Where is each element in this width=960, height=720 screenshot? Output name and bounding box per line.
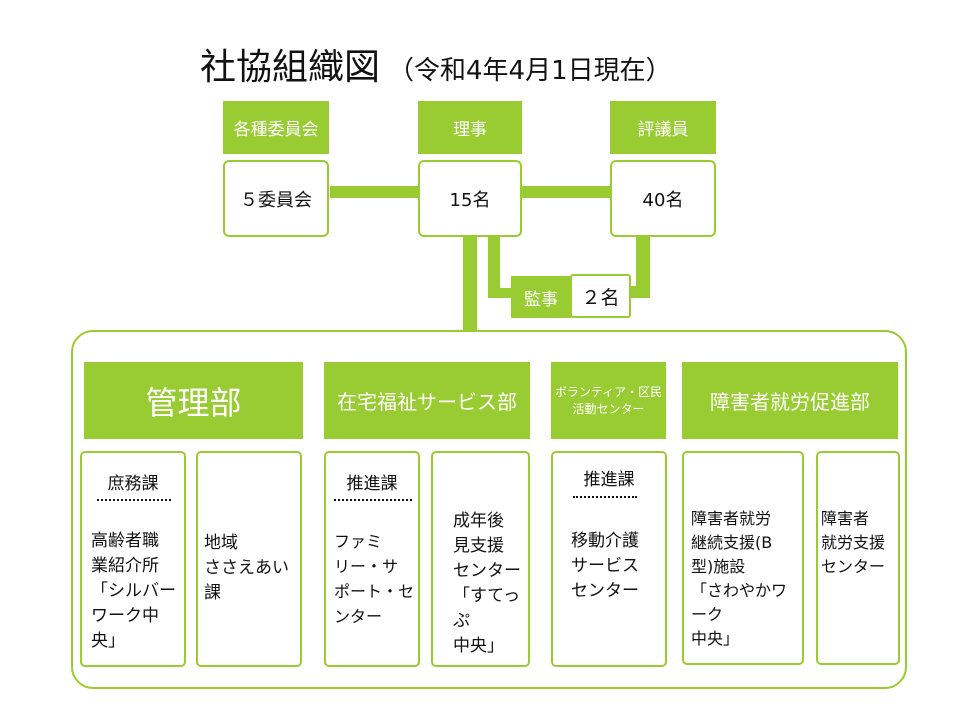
section-label: 庶務課 bbox=[107, 474, 159, 494]
committees-count-box: ５委員会 bbox=[223, 160, 329, 237]
chart-title: 社協組織図（令和4年4月1日現在） bbox=[200, 38, 672, 90]
dept-name-employment: 障害者就労促進部 bbox=[710, 390, 870, 414]
councilors-count: 40名 bbox=[642, 189, 684, 211]
unit-promotion-mobility: 推進課 移動介護 サービス センター bbox=[551, 451, 667, 667]
unit-text: 移動介護 サービス センター bbox=[571, 531, 639, 601]
section-label: 推進課 bbox=[346, 474, 398, 494]
directors-count-box: 15名 bbox=[418, 160, 522, 237]
chart-title-main: 社協組織図 bbox=[200, 47, 381, 88]
unit-guardianship-center: 成年後 見支援 センター 「すてっぷ 中央」 bbox=[431, 451, 530, 667]
auditors-label-box: 監事 bbox=[511, 276, 571, 318]
dotted-divider bbox=[97, 499, 171, 501]
dotted-divider bbox=[334, 499, 412, 501]
dept-name-volunteer-line2: 活動センター bbox=[572, 401, 645, 416]
committees-header: 各種委員会 bbox=[223, 101, 329, 154]
connector-directors-auditors-h bbox=[488, 288, 512, 298]
unit-text: 成年後 見支援 センター 「すてっぷ 中央」 bbox=[453, 511, 521, 656]
connector-committees-directors bbox=[330, 186, 420, 198]
dept-name-volunteer-line1: ボランティア・区民 bbox=[554, 384, 663, 399]
unit-text: 障害者就労 継続支援(B 型)施設 「さわやかワーク 中央」 bbox=[691, 509, 788, 648]
unit-general-affairs: 庶務課 高齢者職 業紹介所 「シルバー ワーク中央」 bbox=[80, 451, 186, 667]
unit-community-support: 地域 ささえあい課 bbox=[196, 451, 302, 667]
directors-count: 15名 bbox=[449, 189, 491, 211]
dept-name-administration: 管理部 bbox=[145, 383, 242, 422]
directors-header: 理事 bbox=[418, 101, 522, 154]
unit-continuous-support-facility: 障害者就労 継続支援(B 型)施設 「さわやかワーク 中央」 bbox=[682, 451, 804, 665]
connector-directors-org bbox=[463, 236, 477, 332]
auditors-count-box: ２名 bbox=[570, 274, 631, 318]
dept-name-home-welfare: 在宅福祉サービス部 bbox=[337, 390, 517, 414]
committees-count: ５委員会 bbox=[240, 189, 312, 211]
auditors-label: 監事 bbox=[524, 289, 558, 310]
connector-councilors-auditors-h bbox=[630, 286, 650, 298]
organization-container bbox=[71, 330, 907, 689]
connector-councilors-auditors-v bbox=[636, 236, 650, 298]
unit-text: 高齢者職 業紹介所 「シルバー ワーク中央」 bbox=[91, 531, 176, 651]
dept-header-home-welfare: 在宅福祉サービス部 bbox=[324, 362, 530, 439]
connector-directors-councilors bbox=[522, 186, 612, 198]
councilors-header: 評議員 bbox=[610, 101, 716, 154]
dept-header-employment: 障害者就労促進部 bbox=[682, 362, 898, 439]
councilors-header-label: 評議員 bbox=[637, 120, 689, 140]
unit-employment-support-center: 障害者 就労支援 センター bbox=[816, 451, 900, 665]
unit-text: ファミ リー・サ ポート・セ ンター bbox=[334, 532, 415, 626]
unit-text: 障害者 就労支援 センター bbox=[821, 509, 886, 576]
committees-header-label: 各種委員会 bbox=[233, 120, 319, 140]
councilors-count-box: 40名 bbox=[610, 160, 716, 237]
dept-header-administration: 管理部 bbox=[84, 362, 303, 439]
chart-title-date: （令和4年4月1日現在） bbox=[388, 56, 672, 86]
unit-promotion-family-support: 推進課 ファミ リー・サ ポート・セ ンター bbox=[324, 451, 420, 667]
connector-directors-auditors-v bbox=[488, 236, 500, 298]
auditors-count: ２名 bbox=[581, 286, 620, 309]
unit-text: 地域 ささえあい課 bbox=[204, 533, 289, 603]
section-label: 推進課 bbox=[583, 470, 635, 490]
dotted-divider bbox=[573, 496, 637, 498]
directors-header-label: 理事 bbox=[453, 120, 487, 140]
dept-header-volunteer-center: ボランティア・区民 活動センター bbox=[551, 362, 666, 439]
